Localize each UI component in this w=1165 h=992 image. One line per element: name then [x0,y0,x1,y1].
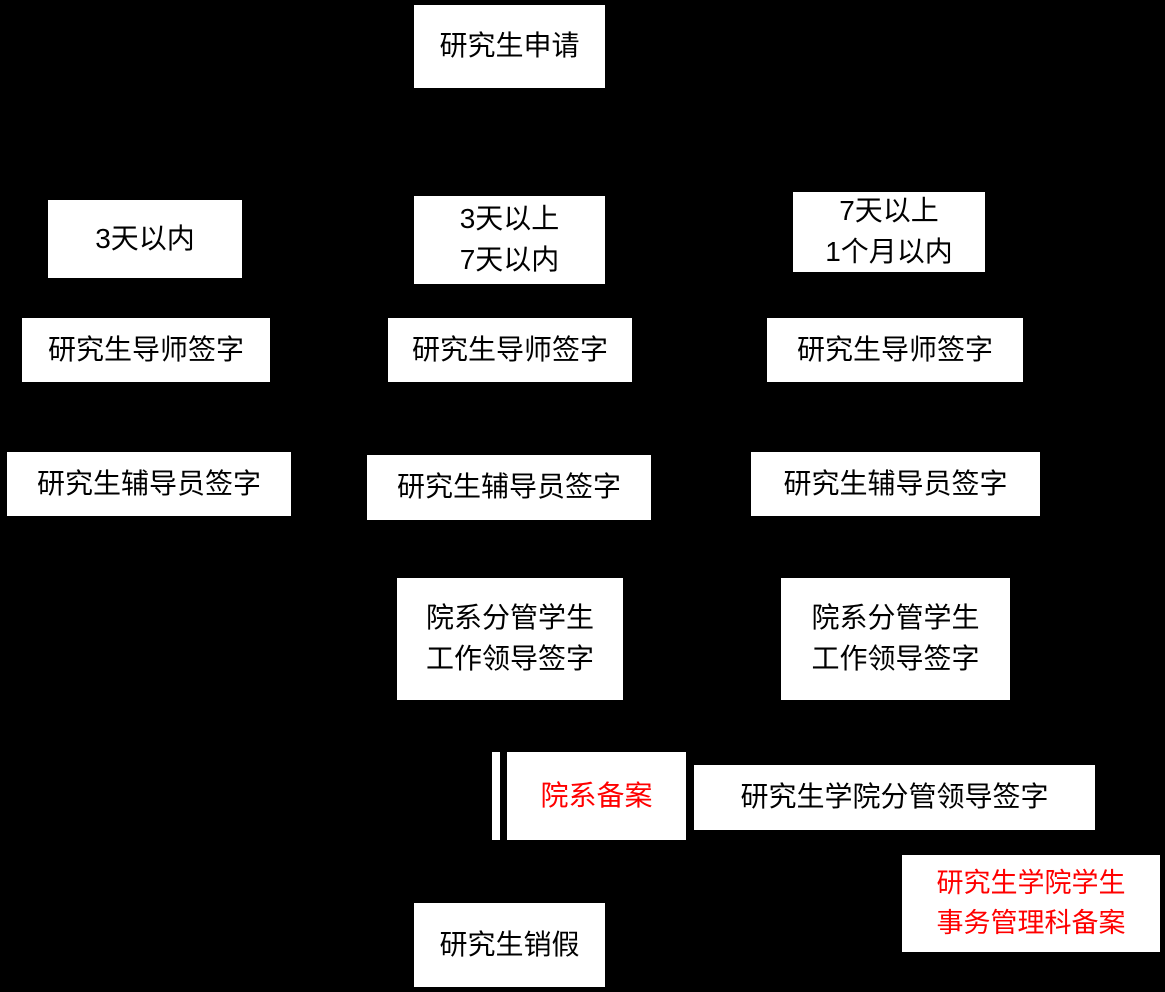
connector-segment [492,752,500,840]
node-counselor-signature-middle: 研究生辅导员签字 [367,455,651,520]
node-dept-student-work-leader-signature-right: 院系分管学生 工作领导签字 [781,578,1010,700]
node-advisor-signature-left: 研究生导师签字 [22,318,270,382]
node-graduate-application: 研究生申请 [414,5,605,88]
node-advisor-signature-right: 研究生导师签字 [767,318,1023,382]
node-within-3-days: 3天以内 [48,200,242,278]
node-counselor-signature-right: 研究生辅导员签字 [751,452,1040,516]
node-report-back-from-leave: 研究生销假 [414,903,605,987]
node-grad-school-affairs-filing: 研究生学院学生 事务管理科备案 [902,855,1160,952]
node-dept-student-work-leader-signature-middle: 院系分管学生 工作领导签字 [397,578,623,700]
node-3-to-7-days: 3天以上 7天以内 [414,196,605,284]
node-department-filing: 院系备案 [507,752,686,840]
node-counselor-signature-left: 研究生辅导员签字 [7,452,291,516]
node-7-days-to-1-month: 7天以上 1个月以内 [793,192,985,272]
node-advisor-signature-middle: 研究生导师签字 [388,318,632,382]
node-grad-school-leader-signature: 研究生学院分管领导签字 [694,765,1095,830]
